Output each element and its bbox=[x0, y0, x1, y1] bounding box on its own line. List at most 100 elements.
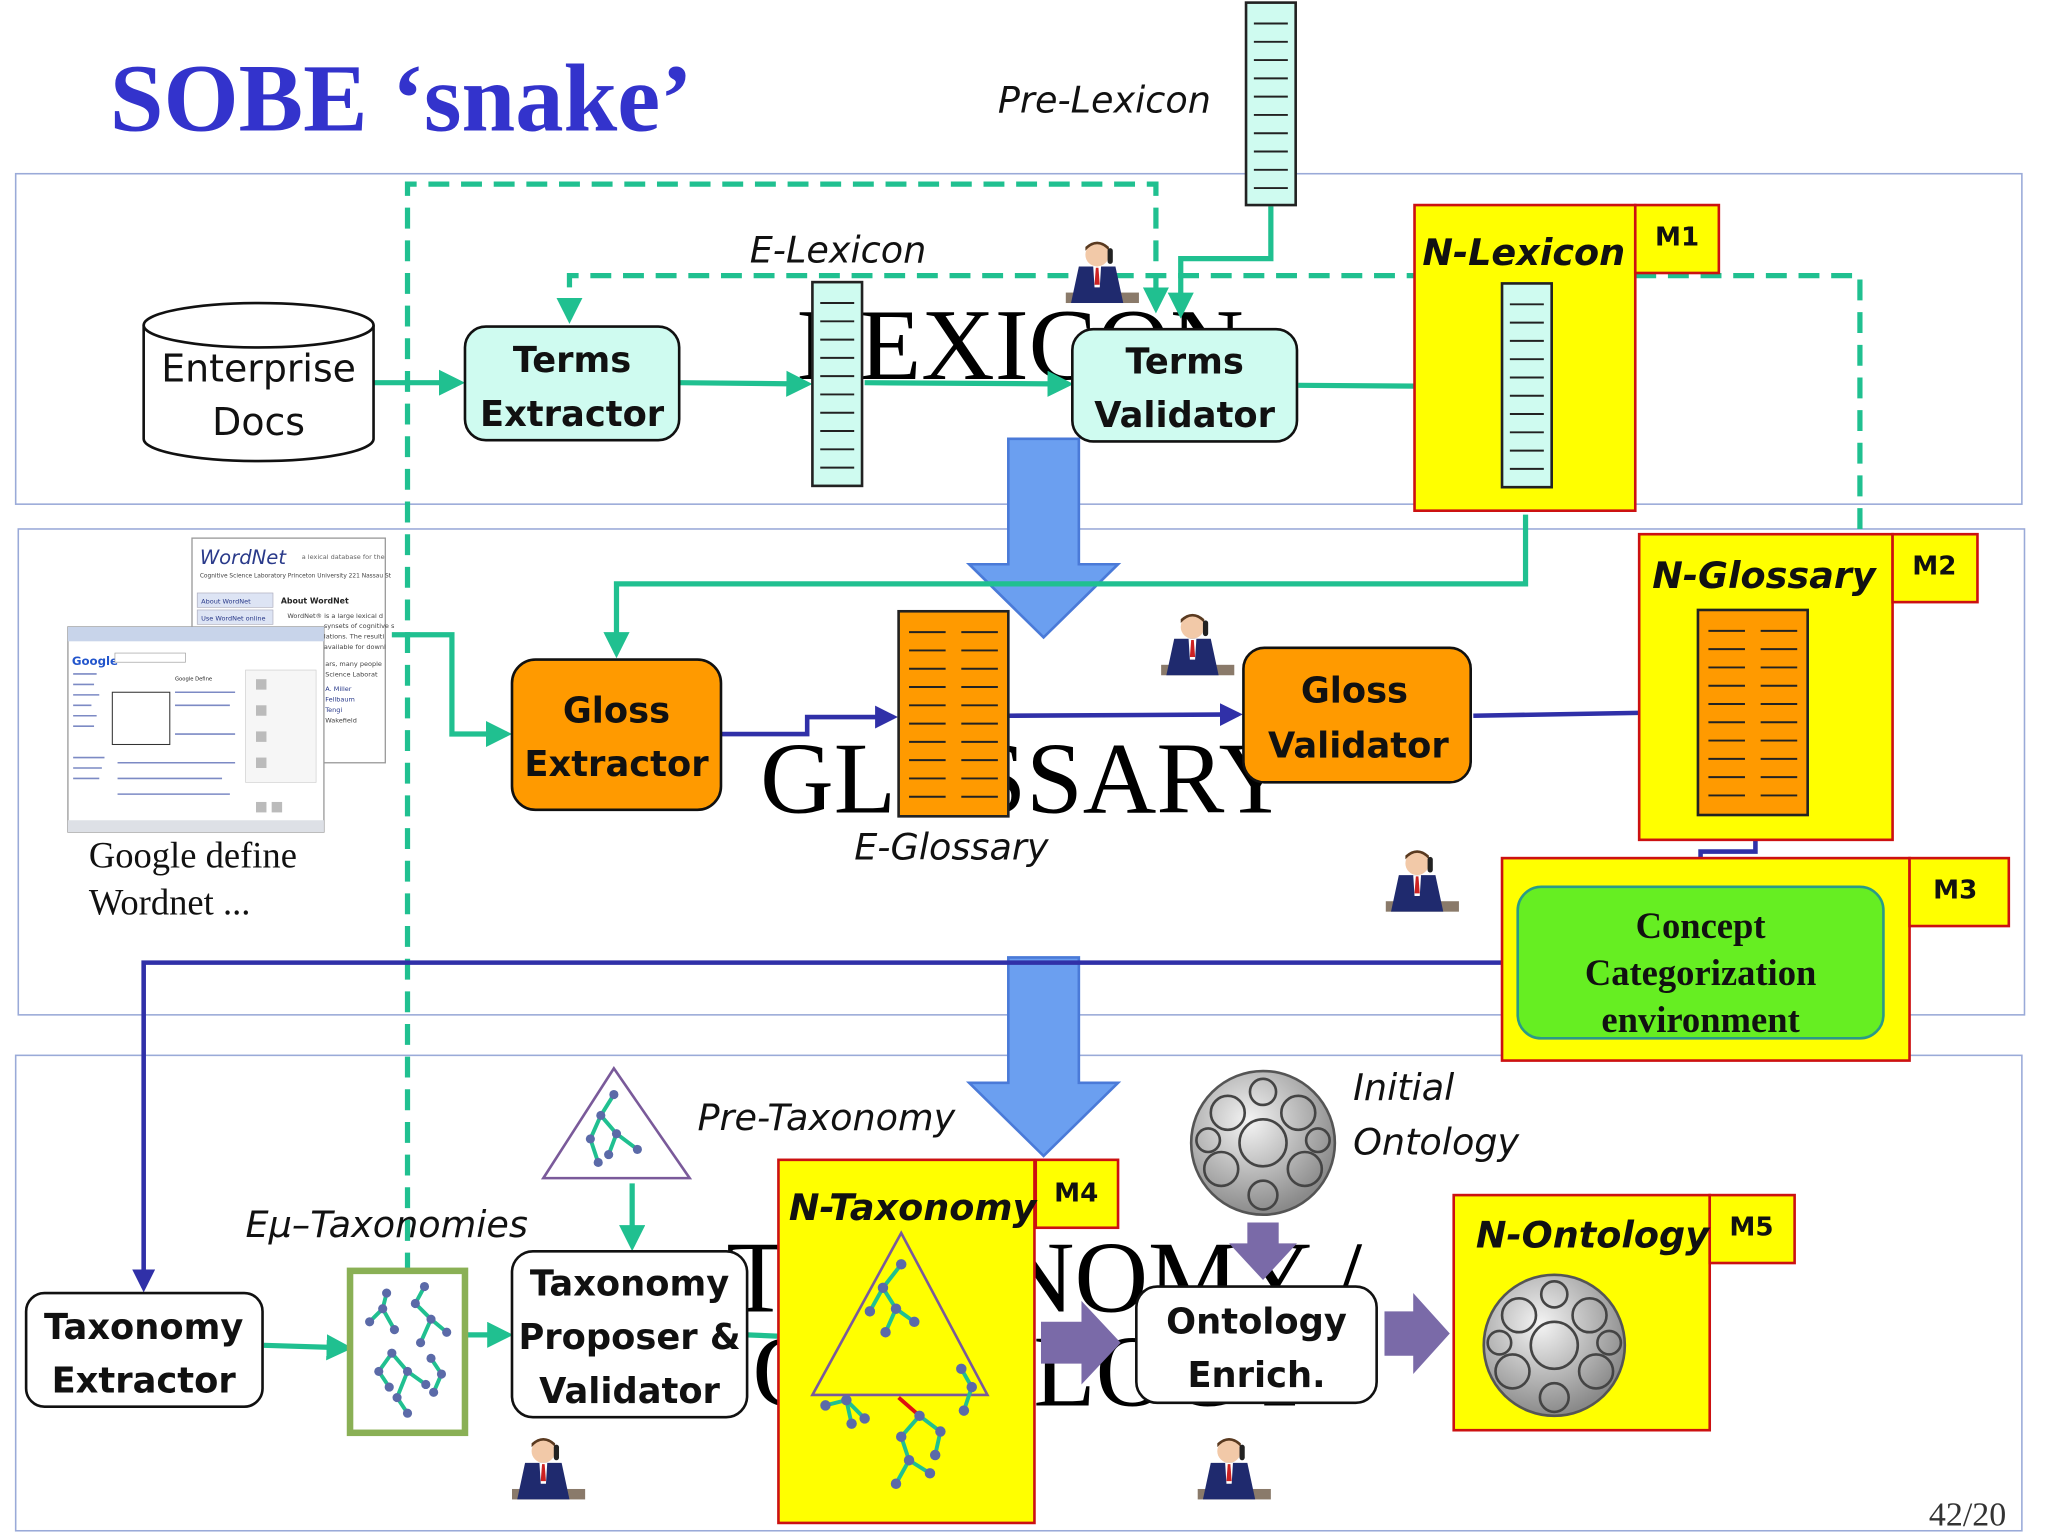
arrow-sources-to-gloss-extractor bbox=[391, 632, 512, 748]
gloss-validator-line2: Validator bbox=[1268, 726, 1449, 767]
e-taxonomies-label: Eμ–Taxonomies bbox=[246, 1203, 528, 1246]
sources-caption-line1: Google define bbox=[89, 834, 297, 875]
svg-text:a lexical database for the: a lexical database for the bbox=[302, 553, 385, 561]
concept-line1: Concept bbox=[1636, 905, 1767, 946]
initial-ontology-line1: Initial bbox=[1353, 1066, 1454, 1109]
svg-text:WordNet® is a large lexical d: WordNet® is a large lexical d bbox=[287, 612, 383, 620]
e-glossary-list bbox=[897, 609, 1010, 818]
e-glossary-label: E-Glossary bbox=[854, 825, 1050, 868]
terms-validator-line2: Validator bbox=[1094, 395, 1275, 436]
arrow-nlexicon-to-gloss-extractor bbox=[603, 514, 1529, 659]
svg-text:Use WordNet online: Use WordNet online bbox=[201, 614, 265, 622]
taxonomy-proposer-line2: Proposer & bbox=[518, 1317, 740, 1358]
svg-text:Cognitive Science Laboratory: Cognitive Science Laboratory Princeton U… bbox=[200, 573, 392, 579]
gloss-extractor-line1: Gloss bbox=[563, 690, 670, 731]
m3-tag bbox=[1908, 856, 2011, 928]
concept-line3: environment bbox=[1601, 999, 1800, 1040]
svg-text:available for downl: available for downl bbox=[324, 643, 386, 651]
enterprise-docs-cylinder bbox=[142, 301, 375, 463]
slide-title: SOBE ‘snake’ bbox=[110, 45, 693, 152]
pre-lexicon-label: Pre-Lexicon bbox=[998, 78, 1211, 121]
taxonomy-extractor-box[interactable] bbox=[24, 1291, 264, 1408]
enterprise-docs-line1: Enterprise bbox=[161, 346, 356, 390]
purple-arrow-enrich-to-nontology bbox=[1384, 1293, 1450, 1375]
m3-label: M3 bbox=[1933, 876, 1977, 906]
terms-validator-box[interactable] bbox=[1071, 327, 1299, 443]
gloss-extractor-box[interactable] bbox=[510, 658, 723, 812]
n-ontology-ball bbox=[1482, 1273, 1627, 1418]
arrow-tax-extractor-to-etax bbox=[263, 1334, 353, 1361]
concept-line2: Categorization bbox=[1585, 952, 1817, 993]
svg-text:About WordNet: About WordNet bbox=[201, 597, 251, 605]
big-down-arrow-2 bbox=[965, 956, 1122, 1158]
m1-label: M1 bbox=[1655, 223, 1699, 253]
arrow-eglossary-to-gloss-validator bbox=[1008, 703, 1243, 726]
taxonomy-extractor-line2: Extractor bbox=[52, 1360, 237, 1401]
n-glossary-label: N-Glossary bbox=[1652, 554, 1878, 597]
glossary-watermark: GLOSSARY bbox=[760, 722, 1292, 835]
purple-arrow-ntax-to-enrich bbox=[1040, 1300, 1121, 1385]
terms-extractor-line2: Extractor bbox=[480, 394, 665, 435]
svg-text:ars, many people: ars, many people bbox=[325, 660, 382, 668]
svg-text:A. Miller: A. Miller bbox=[325, 685, 352, 693]
svg-text:Fellbaum: Fellbaum bbox=[325, 695, 355, 703]
dashed-feedback-loop-2 bbox=[556, 272, 1863, 529]
person-icon-glossary bbox=[1161, 613, 1235, 676]
arrow-terms-extractor-to-elexicon bbox=[679, 370, 813, 397]
n-ontology-label: N-Ontology bbox=[1476, 1213, 1711, 1256]
person-icon-concept bbox=[1385, 850, 1459, 912]
m2-tag bbox=[1891, 532, 1979, 604]
arrow-prelexicon-to-validator bbox=[1167, 206, 1274, 319]
gloss-validator-box[interactable] bbox=[1242, 646, 1472, 784]
purple-arrow-initial-to-enrich bbox=[1229, 1222, 1297, 1280]
n-lexicon-label: N-Lexicon bbox=[1422, 231, 1625, 274]
n-glossary-list bbox=[1696, 608, 1809, 817]
taxonomy-proposer-box[interactable] bbox=[510, 1249, 749, 1419]
m5-tag bbox=[1708, 1193, 1796, 1265]
gloss-extractor-line2: Extractor bbox=[524, 744, 709, 785]
n-taxonomy-tree bbox=[810, 1230, 990, 1489]
ontology-enrich-box[interactable] bbox=[1135, 1285, 1378, 1405]
big-down-arrow-1 bbox=[965, 437, 1122, 640]
n-lexicon-list bbox=[1500, 282, 1553, 489]
arrow-concept-to-taxonomy-extractor bbox=[132, 960, 1521, 1293]
e-lexicon-label: E-Lexicon bbox=[750, 229, 927, 272]
e-taxonomies-forest bbox=[346, 1267, 469, 1437]
svg-text:lations. The resulti: lations. The resulti bbox=[324, 633, 384, 641]
arrow-elexicon-to-validator bbox=[864, 370, 1074, 397]
pre-lexicon-list bbox=[1244, 1, 1297, 207]
e-lexicon-list bbox=[811, 280, 864, 488]
taxonomy-extractor-line1: Taxonomy bbox=[44, 1307, 243, 1348]
initial-ontology-ball bbox=[1189, 1069, 1337, 1216]
google-screenshot-thumbnail: Google Google Define bbox=[67, 626, 325, 833]
svg-text:Tengi: Tengi bbox=[324, 706, 342, 714]
taxonomy-proposer-line3: Validator bbox=[539, 1371, 720, 1412]
terms-validator-line1: Terms bbox=[1125, 342, 1243, 383]
n-taxonomy-label: N-Taxonomy bbox=[789, 1186, 1039, 1229]
ontology-enrich-line2: Enrich. bbox=[1187, 1355, 1325, 1396]
svg-text:Science Laborat: Science Laborat bbox=[325, 671, 378, 679]
person-icon-proposer bbox=[511, 1438, 586, 1500]
pre-taxonomy-label: Pre-Taxonomy bbox=[697, 1096, 956, 1139]
m2-label: M2 bbox=[1912, 552, 1956, 582]
ontology-enrich-line1: Ontology bbox=[1166, 1302, 1347, 1343]
page-number: 42/20 bbox=[1929, 1497, 2006, 1534]
terms-extractor-line1: Terms bbox=[513, 340, 631, 381]
person-icon-lexicon bbox=[1065, 241, 1139, 304]
m1-tag bbox=[1633, 203, 1721, 275]
svg-text:Wakefield: Wakefield bbox=[325, 716, 357, 724]
enterprise-docs-line2: Docs bbox=[212, 400, 305, 444]
pre-taxonomy-triangle bbox=[540, 1066, 693, 1180]
svg-text:Google: Google bbox=[72, 654, 118, 668]
sources-caption-line2: Wordnet ... bbox=[89, 881, 251, 922]
taxonomy-proposer-line1: Taxonomy bbox=[530, 1264, 729, 1305]
person-icon-enrich bbox=[1197, 1438, 1271, 1500]
svg-text:synsets of cognitive s: synsets of cognitive s bbox=[324, 622, 395, 630]
dashed-feedback-loop-1 bbox=[404, 181, 1169, 1307]
svg-text:WordNet: WordNet bbox=[200, 546, 288, 569]
svg-text:Google Define: Google Define bbox=[175, 676, 212, 682]
initial-ontology-line2: Ontology bbox=[1353, 1121, 1520, 1164]
terms-extractor-box[interactable] bbox=[463, 325, 681, 442]
concept-categorization-box[interactable] bbox=[1516, 885, 1885, 1040]
gloss-validator-line1: Gloss bbox=[1301, 671, 1408, 712]
